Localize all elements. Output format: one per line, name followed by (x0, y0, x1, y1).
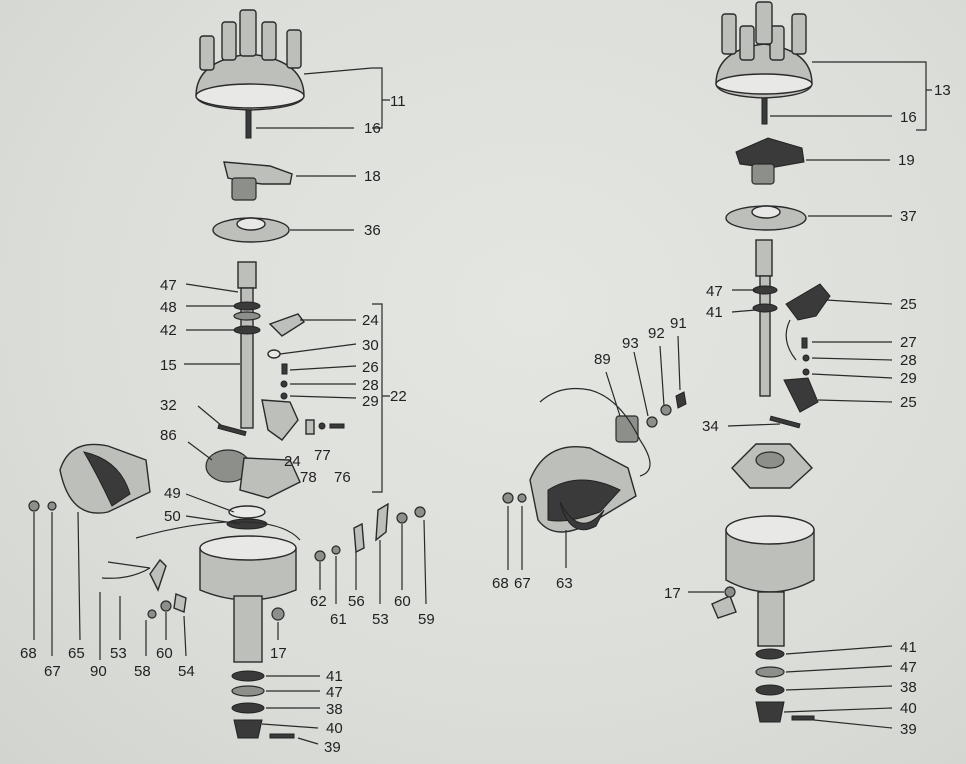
breaker-plate-right (731, 415, 813, 489)
callout-label: 30 (362, 337, 379, 354)
callout-label: 22 (390, 388, 407, 405)
callout-label: 86 (160, 427, 177, 444)
shaft-right (752, 239, 831, 413)
callout-label: 17 (664, 585, 681, 602)
callout-label: 56 (348, 593, 365, 610)
shaft-left (233, 261, 261, 429)
callout-label: 39 (900, 721, 917, 738)
callout-label: 16 (364, 120, 381, 137)
callout-label: 39 (324, 739, 341, 756)
callout-label: 47 (706, 283, 723, 300)
distributor-housing-right (711, 515, 815, 723)
callout-label: 32 (160, 397, 177, 414)
distributor-housing-left (199, 505, 297, 739)
callout-label: 29 (362, 393, 379, 410)
callout-label: 38 (900, 679, 917, 696)
callout-label: 68 (492, 575, 509, 592)
callout-label: 28 (900, 352, 917, 369)
callout-label: 47 (160, 277, 177, 294)
callout-label: 54 (178, 663, 195, 680)
callout-label: 19 (898, 152, 915, 169)
callout-label: 40 (900, 700, 917, 717)
callout-label: 40 (326, 720, 343, 737)
callout-label: 65 (68, 645, 85, 662)
rotor-right (735, 137, 805, 185)
callout-label: 34 (702, 418, 719, 435)
leader-lines-right (507, 61, 932, 729)
callout-label: 42 (160, 322, 177, 339)
callout-label: 61 (330, 611, 347, 628)
callout-label: 77 (314, 447, 331, 464)
callout-label: 11 (390, 93, 406, 110)
vacuum-unit-left (205, 449, 301, 499)
dust-shield-right (725, 205, 807, 231)
callout-label: 29 (900, 370, 917, 387)
callout-label: 62 (310, 593, 327, 610)
callout-label: 41 (900, 639, 917, 656)
callout-label: 47 (900, 659, 917, 676)
callout-label: 76 (334, 469, 351, 486)
callout-label: 48 (160, 299, 177, 316)
callout-label: 49 (164, 485, 181, 502)
callout-label: 53 (372, 611, 389, 628)
callout-label: 27 (900, 334, 917, 351)
callout-label: 67 (44, 663, 61, 680)
right-callout-labels: 13 16 19 37 47 41 25 27 28 29 25 34 89 9… (492, 82, 951, 738)
callout-label: 50 (164, 508, 181, 525)
breaker-points-left (217, 313, 345, 441)
callout-label: 92 (648, 325, 665, 342)
callout-label: 59 (418, 611, 435, 628)
callout-label: 26 (362, 359, 379, 376)
callout-label: 38 (326, 701, 343, 718)
callout-label: 18 (364, 168, 381, 185)
callout-label: 78 (300, 469, 317, 486)
callout-label: 41 (706, 304, 723, 321)
callout-label: 60 (394, 593, 411, 610)
callout-label: 63 (556, 575, 573, 592)
callout-label: 13 (934, 82, 951, 99)
callout-label: 24 (362, 312, 379, 329)
rotor-left (223, 161, 293, 201)
callout-label: 67 (514, 575, 531, 592)
distributor-cap-right (715, 1, 813, 125)
vacuum-unit-right (502, 387, 687, 533)
callout-label: 47 (326, 684, 343, 701)
callout-label: 16 (900, 109, 917, 126)
callout-label: 90 (90, 663, 107, 680)
callout-label: 17 (270, 645, 287, 662)
callout-label: 58 (134, 663, 151, 680)
left-callout-labels: 11 16 18 36 47 48 42 15 24 30 26 28 29 2… (20, 93, 435, 756)
callout-label: 25 (900, 296, 917, 313)
callout-label: 37 (900, 208, 917, 225)
small-parts-left (28, 500, 426, 621)
callout-label: 68 (20, 645, 37, 662)
callout-label: 25 (900, 394, 917, 411)
callout-label: 28 (362, 377, 379, 394)
callout-label: 89 (594, 351, 611, 368)
callout-label: 24 (284, 453, 301, 470)
callout-label: 15 (160, 357, 177, 374)
dust-shield-left (212, 217, 290, 243)
callout-label: 53 (110, 645, 127, 662)
leader-lines-left (33, 67, 427, 745)
condenser-cover-left (59, 443, 151, 514)
callout-label: 41 (326, 668, 343, 685)
callout-label: 36 (364, 222, 381, 239)
callout-label: 60 (156, 645, 173, 662)
callout-label: 93 (622, 335, 639, 352)
callout-label: 91 (670, 315, 687, 332)
distributor-cap-left (195, 9, 305, 139)
